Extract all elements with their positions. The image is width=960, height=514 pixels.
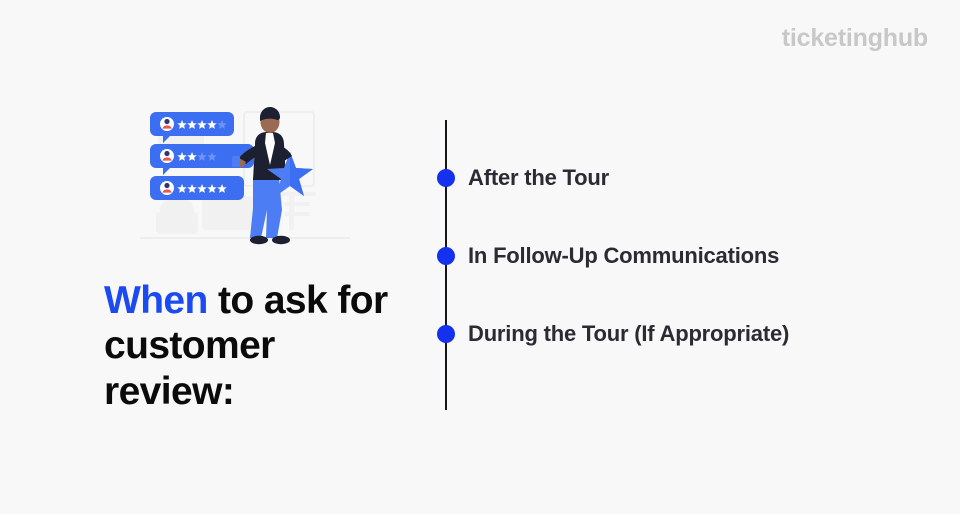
timeline-list: After the Tour In Follow-Up Communicatio… bbox=[420, 0, 960, 514]
left-column: When to ask for customer review: bbox=[0, 0, 420, 514]
timeline-dot-icon bbox=[437, 247, 455, 265]
headline-rest: to ask for customer review: bbox=[104, 279, 388, 413]
brand-logo: ticketinghub bbox=[781, 24, 928, 52]
timeline-item-label: During the Tour (If Appropriate) bbox=[468, 321, 790, 346]
timeline-dot-icon bbox=[437, 325, 455, 343]
customer-review-illustration bbox=[140, 100, 350, 260]
headline-accent-word: When bbox=[104, 279, 208, 323]
timeline-axis-line bbox=[445, 120, 447, 410]
page-title: When to ask for customer review: bbox=[104, 278, 404, 414]
timeline-item-label: In Follow-Up Communications bbox=[468, 243, 780, 268]
timeline-dot-icon bbox=[437, 169, 455, 187]
timeline-item-label: After the Tour bbox=[468, 165, 610, 190]
